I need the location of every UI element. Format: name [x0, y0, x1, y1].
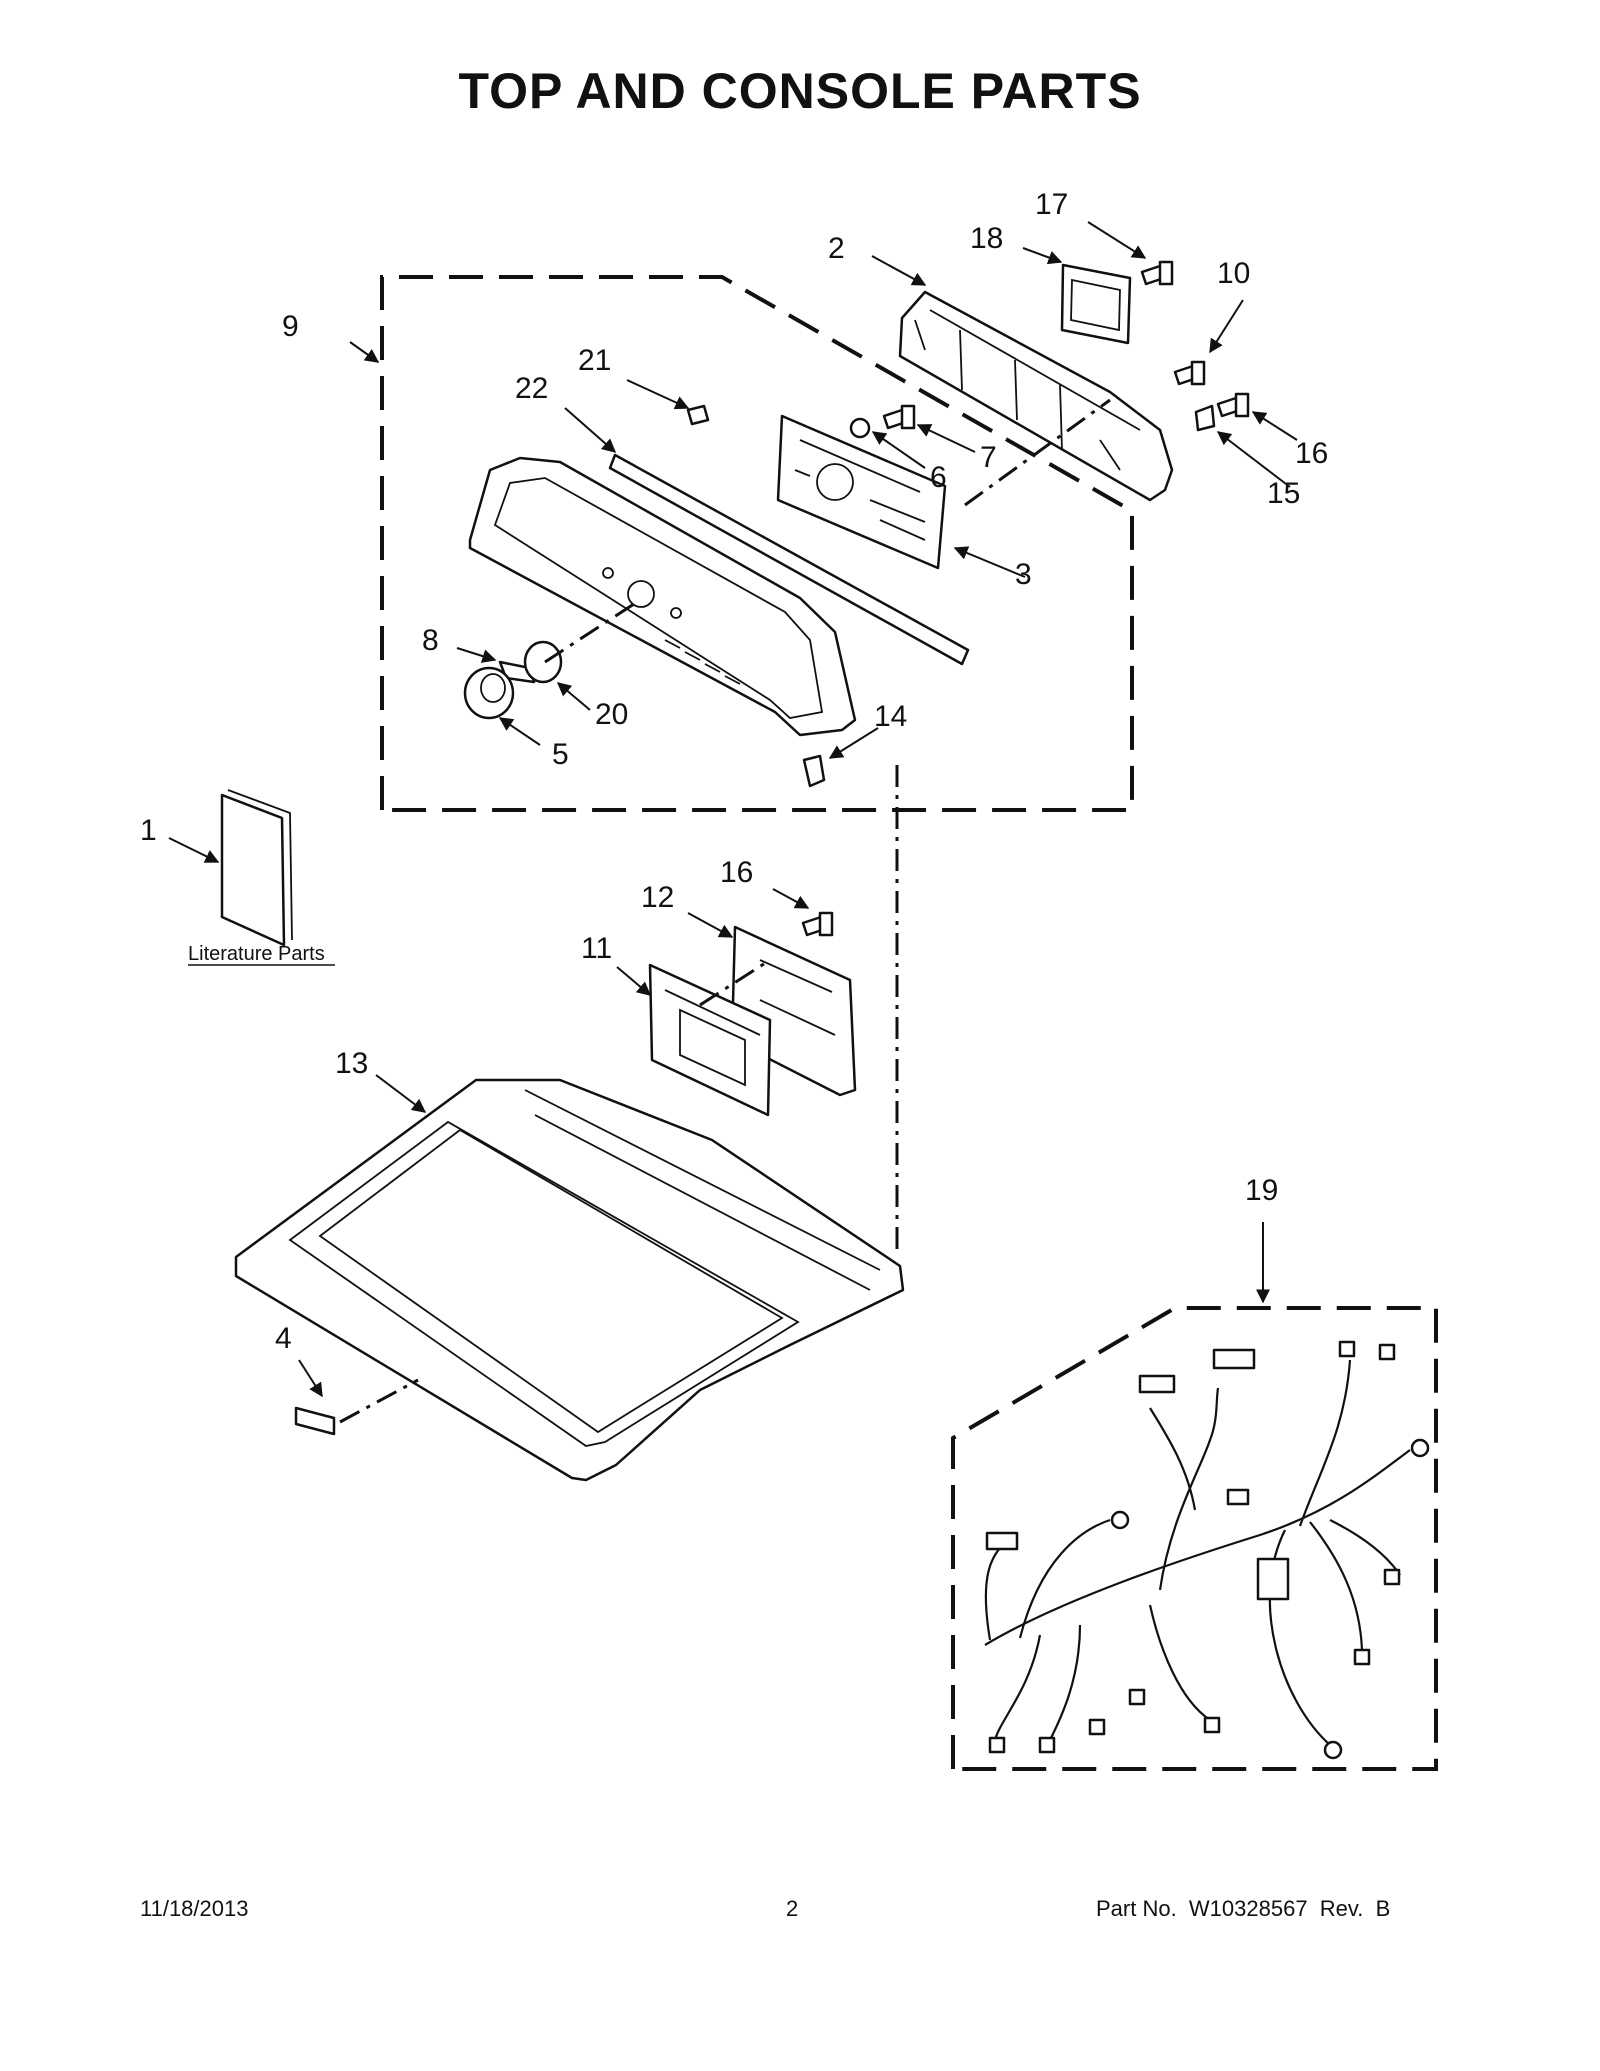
harness-group-boundary [951, 1306, 1438, 1771]
callout-20: 20 [595, 698, 628, 731]
callout-17: 17 [1035, 188, 1068, 221]
wire-clip-14-part [802, 754, 826, 788]
clip-15-part [1194, 404, 1216, 432]
screw-17-part [1140, 260, 1174, 286]
console-housing-part [468, 456, 857, 737]
nut-6-part [849, 417, 871, 439]
bracket-plate-part [1060, 263, 1132, 345]
callout-15: 15 [1267, 477, 1300, 510]
knob-assembly-part [463, 640, 563, 720]
callout-5: 5 [552, 738, 569, 771]
callout-18: 18 [970, 222, 1003, 255]
console-strip-part [608, 453, 970, 666]
ui-board-part [776, 414, 947, 570]
callout-6: 6 [930, 461, 947, 494]
callout-22: 22 [515, 372, 548, 405]
leader-lines [168, 221, 1298, 1398]
callout-1: 1 [140, 814, 157, 847]
callout-21: 21 [578, 344, 611, 377]
callout-labels: 1 2 3 4 5 6 7 8 9 10 11 12 13 14 15 16 1… [140, 188, 1328, 1355]
screw-16-lower-part [801, 911, 834, 937]
callout-3: 3 [1015, 558, 1032, 591]
callout-12: 12 [641, 881, 674, 914]
callout-13: 13 [335, 1047, 368, 1080]
badge-4-part [294, 1406, 336, 1436]
callout-10: 10 [1217, 257, 1250, 290]
console-rear-bracket-part [898, 290, 1174, 502]
literature-parts-label: Literature Parts [188, 943, 325, 965]
callout-14: 14 [874, 700, 907, 733]
callout-19: 19 [1245, 1174, 1278, 1207]
footer-part-number: Part No. W10328567 Rev. B [1096, 1896, 1391, 1921]
page-title: TOP AND CONSOLE PARTS [458, 63, 1142, 119]
callout-4: 4 [275, 1322, 292, 1355]
screw-7-part [882, 404, 916, 430]
top-panel-13-part [234, 1078, 905, 1482]
screw-10-part [1173, 360, 1206, 386]
footer-date: 11/18/2013 [140, 1896, 249, 1921]
connector-lines [339, 398, 1111, 1424]
wiring-harness-19-part [984, 1340, 1430, 1760]
callout-2: 2 [828, 232, 845, 265]
callout-16-lower: 16 [720, 856, 753, 889]
footer-page-number: 2 [786, 1896, 799, 1921]
clip-21-part [686, 404, 710, 426]
control-board-11-part [648, 963, 772, 1117]
callout-11: 11 [581, 932, 612, 965]
callout-7: 7 [980, 441, 997, 474]
callout-8: 8 [422, 624, 439, 657]
literature-part [220, 793, 286, 947]
callout-16-upper: 16 [1295, 437, 1328, 470]
console-group-boundary [380, 275, 1134, 812]
screw-16-upper-part [1216, 392, 1250, 418]
callout-9: 9 [282, 310, 299, 343]
